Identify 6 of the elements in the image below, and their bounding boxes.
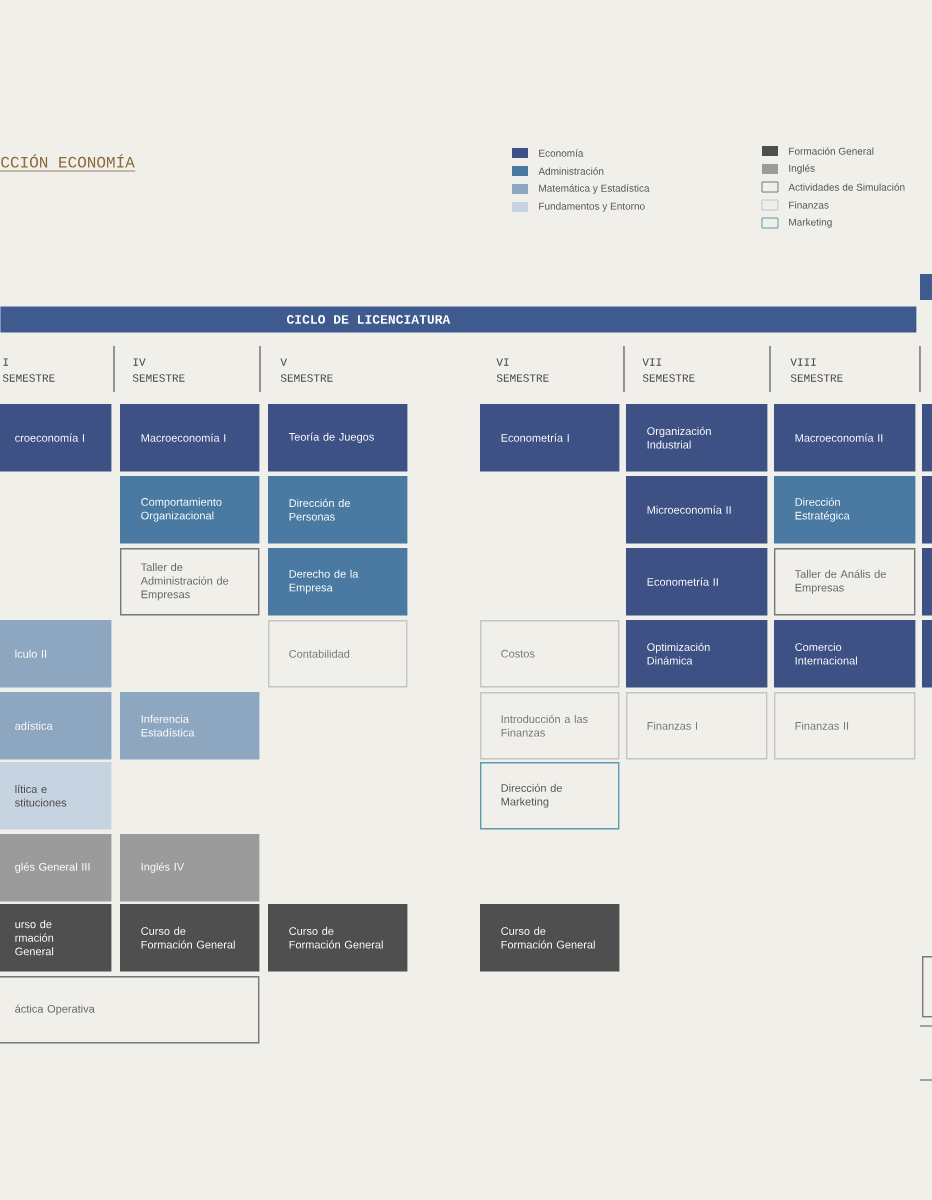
course-box <box>921 620 932 688</box>
course-box <box>921 548 932 616</box>
course-box <box>921 476 932 544</box>
course-box <box>921 404 932 472</box>
course-box <box>921 956 932 1018</box>
page-title: CCIÓN ECONOMÍA <box>0 154 136 172</box>
